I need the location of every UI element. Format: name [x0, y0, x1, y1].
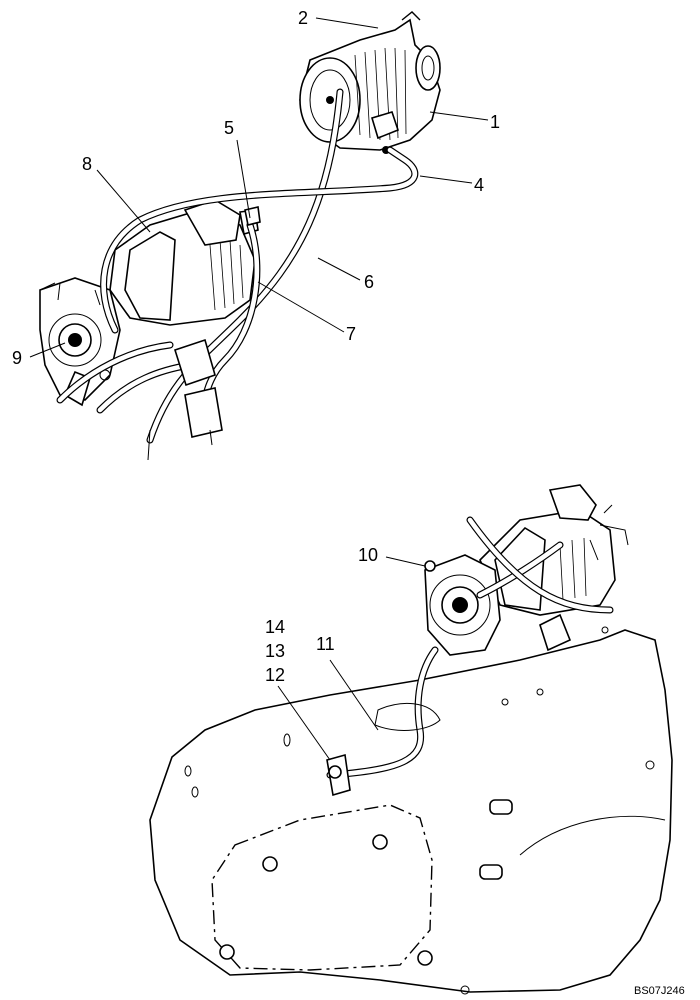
callout-11: 11: [316, 634, 335, 654]
alternator: [299, 11, 441, 154]
callout-8: 8: [82, 154, 92, 174]
callout-14: 14: [265, 617, 285, 637]
leader-lines-upper: [29, 17, 489, 358]
callout-10: 10: [358, 545, 378, 565]
callout-5: 5: [224, 118, 234, 138]
starter-motor: [109, 199, 259, 326]
cable-harness-lower: [326, 504, 629, 797]
callout-2: 2: [298, 8, 308, 28]
callout-12: 12: [265, 665, 285, 685]
callout-9: 9: [12, 348, 22, 368]
cable-harness-upper: [56, 88, 419, 461]
callout-6: 6: [364, 272, 374, 292]
callout-7: 7: [346, 324, 356, 344]
callout-13: 13: [265, 641, 285, 661]
callout-4: 4: [474, 175, 484, 195]
reference-code: BS07J246: [634, 985, 685, 997]
engine-housing-lower: [149, 626, 673, 995]
callout-1: 1: [490, 112, 500, 132]
leader-lines-lower: [277, 556, 426, 761]
